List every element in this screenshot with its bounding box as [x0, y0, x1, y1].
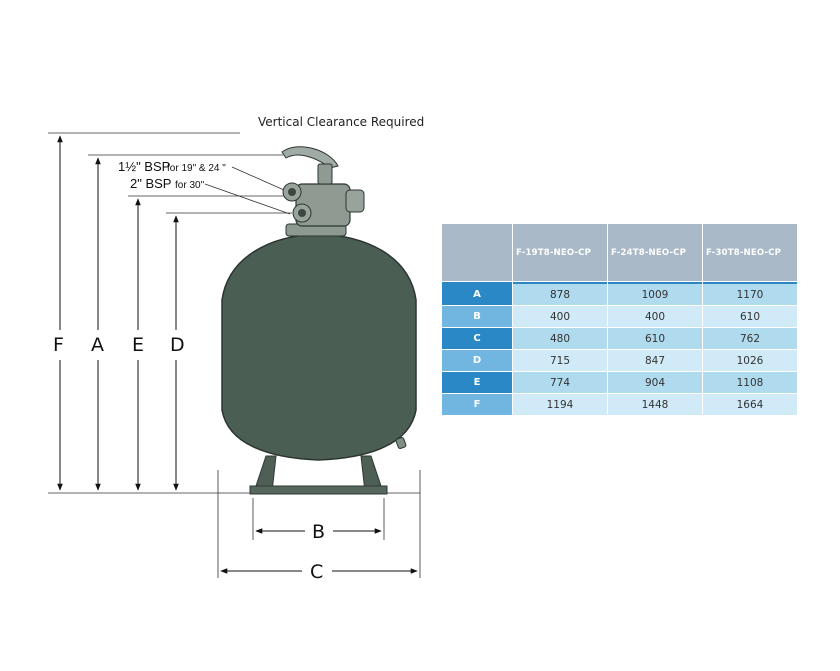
- svg-text:for 19" & 24 ": for 19" & 24 ": [167, 163, 226, 174]
- table-cell: 480: [513, 328, 607, 349]
- table-cell: 610: [703, 306, 797, 327]
- dimension-arrows: [57, 135, 418, 574]
- svg-text:2" BSP: 2" BSP: [130, 176, 171, 191]
- table-cell: 400: [608, 306, 702, 327]
- bsp-label-bottom: 2" BSP for 30": [130, 176, 205, 191]
- table-row: F 1194 1448 1664: [442, 394, 797, 415]
- table-cell: 1108: [703, 372, 797, 393]
- table-header-row: F-19T8-NEO-CP F-24T8-NEO-CP F-30T8-NEO-C…: [442, 224, 797, 281]
- table-cell: 762: [703, 328, 797, 349]
- row-label-c: C: [442, 328, 512, 349]
- table-cell: 1194: [513, 394, 607, 415]
- table-cell: 774: [513, 372, 607, 393]
- table-cell: 1009: [608, 282, 702, 305]
- table-cell: 878: [513, 282, 607, 305]
- column-header-f24: F-24T8-NEO-CP: [608, 224, 702, 281]
- table-cell: 1026: [703, 350, 797, 371]
- table-row: E 774 904 1108: [442, 372, 797, 393]
- row-label-f: F: [442, 394, 512, 415]
- column-header-f19: F-19T8-NEO-CP: [513, 224, 607, 281]
- row-label-d: D: [442, 350, 512, 371]
- svg-text:for 30": for 30": [175, 180, 205, 191]
- table-cell: 1448: [608, 394, 702, 415]
- table-row: D 715 847 1026: [442, 350, 797, 371]
- table-cell: 715: [513, 350, 607, 371]
- table-cell: 400: [513, 306, 607, 327]
- dimension-e-label: E: [132, 334, 144, 356]
- dimension-f-label: F: [53, 334, 64, 356]
- table-cell: 847: [608, 350, 702, 371]
- row-label-b: B: [442, 306, 512, 327]
- table-cell: 904: [608, 372, 702, 393]
- dimension-b-label: B: [312, 521, 325, 543]
- vertical-clearance-label: Vertical Clearance Required: [258, 115, 424, 129]
- table-row: C 480 610 762: [442, 328, 797, 349]
- column-header-f30: F-30T8-NEO-CP: [703, 224, 797, 281]
- table-corner-cell: [442, 224, 512, 281]
- table-cell: 1170: [703, 282, 797, 305]
- dimension-c-label: C: [310, 561, 323, 583]
- sand-filter-illustration: [221, 146, 417, 495]
- dimension-d-label: D: [170, 334, 185, 356]
- dimensions-table: F-19T8-NEO-CP F-24T8-NEO-CP F-30T8-NEO-C…: [441, 223, 798, 416]
- table-row: B 400 400 610: [442, 306, 797, 327]
- row-label-a: A: [442, 282, 512, 305]
- table-cell: 610: [608, 328, 702, 349]
- svg-text:1½" BSP: 1½" BSP: [118, 159, 170, 174]
- dimension-a-label: A: [91, 334, 104, 356]
- row-label-e: E: [442, 372, 512, 393]
- table-cell: 1664: [703, 394, 797, 415]
- table-row: A 878 1009 1170: [442, 282, 797, 305]
- bsp-label-top: 1½" BSP for 19" & 24 ": [118, 159, 226, 174]
